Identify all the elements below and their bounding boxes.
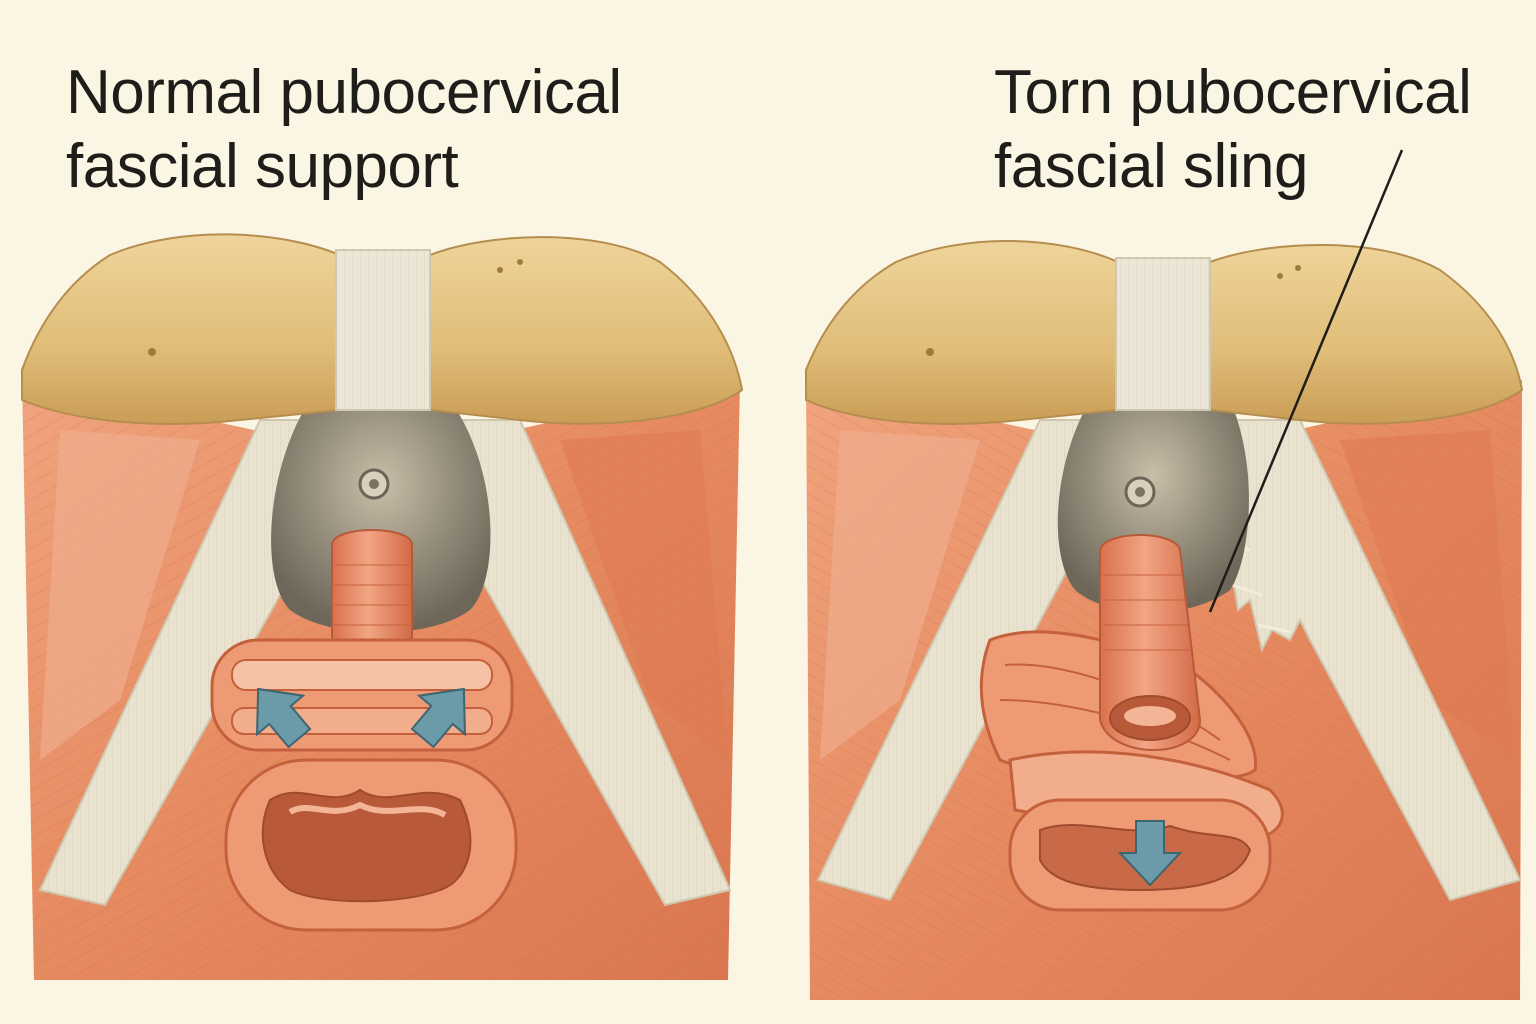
normal-cavity (271, 385, 491, 633)
normal-panel-title: Normal pubocervical fascial support (66, 56, 622, 204)
torn-descent-arrow (1117, 820, 1183, 887)
torn-label-leader-line (1208, 149, 1404, 613)
normal-panel (21, 233, 744, 980)
normal-title-line-2: fascial support (66, 132, 459, 201)
torn-title-line-1: Torn pubocervical (994, 58, 1472, 127)
torn-title-line-2: fascial sling (994, 132, 1308, 201)
torn-panel (805, 149, 1524, 1000)
normal-urethra (331, 529, 413, 661)
normal-title-line-1: Normal pubocervical (66, 58, 622, 127)
normal-support-arrow-left (255, 687, 312, 749)
torn-panel-title: Torn pubocervical fascial sling (994, 56, 1472, 204)
torn-urethra (1099, 534, 1202, 751)
normal-support-arrow-right (410, 687, 467, 749)
